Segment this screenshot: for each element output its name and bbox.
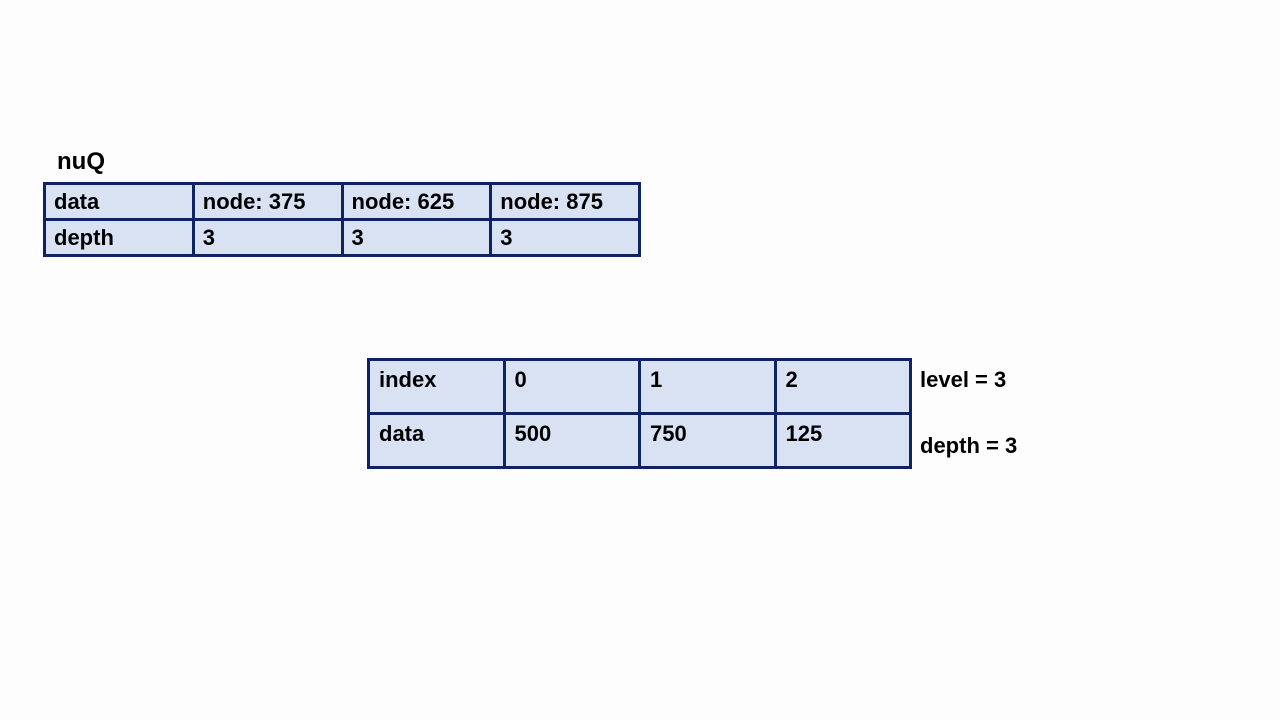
queue-cell: node: 625 (340, 182, 493, 221)
array-table: index 0 1 2 data 500 750 125 (367, 358, 912, 469)
array-row-header: data (367, 412, 506, 469)
queue-cell: 3 (489, 218, 641, 257)
queue-cell: 3 (191, 218, 344, 257)
level-label: level = 3 (920, 367, 1007, 392)
queue-cell: 3 (340, 218, 493, 257)
queue-depth-row: depth 3 3 3 (43, 218, 641, 257)
queue-title: nuQ (57, 148, 105, 175)
array-index-row: index 0 1 2 (367, 358, 912, 415)
array-data-row: data 500 750 125 (367, 412, 912, 469)
array-cell: 750 (638, 412, 777, 469)
array-cell: 0 (502, 358, 641, 415)
array-cell: 125 (773, 412, 912, 469)
queue-data-row: data node: 375 node: 625 node: 875 (43, 182, 641, 221)
depth-label: depth = 3 (920, 433, 1018, 458)
array-cell: 2 (773, 358, 912, 415)
array-cell: 500 (502, 412, 641, 469)
queue-table: data node: 375 node: 625 node: 875 depth… (43, 182, 641, 257)
queue-cell: node: 875 (489, 182, 641, 221)
queue-row-header: data (43, 182, 195, 221)
array-row-header: index (367, 358, 506, 415)
array-cell: 1 (638, 358, 777, 415)
queue-cell: node: 375 (191, 182, 344, 221)
queue-row-header: depth (43, 218, 195, 257)
